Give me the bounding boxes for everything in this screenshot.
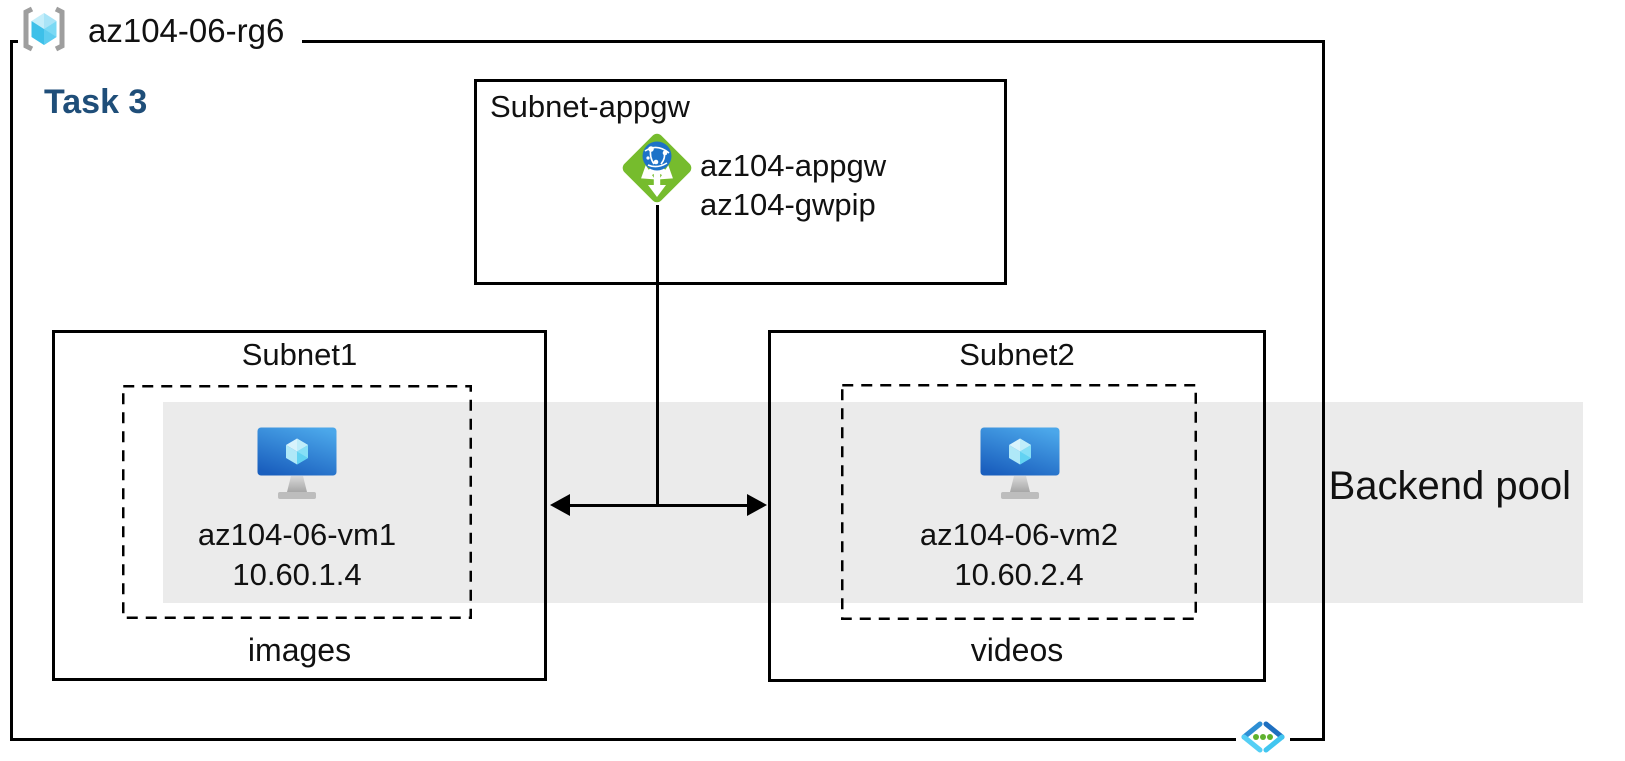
subnet1-title: Subnet1 [241,337,358,372]
resource-group-border-gap [18,37,302,46]
subnet1-box: Subnet1 [52,330,547,681]
vm2-labels: az104-06-vm2 10.60.2.4 [843,515,1195,595]
virtual-machine-icon [980,427,1060,499]
vm2-ip-label: 10.60.2.4 [954,557,1084,592]
appgw-subnet-box: Subnet-appgw [474,79,1007,285]
vm2-name-label: az104-06-vm2 [919,517,1119,552]
vm1-ip-label: 10.60.1.4 [232,557,362,592]
backend-pool-label: Backend pool [1328,464,1571,508]
connector-vertical-line [656,205,659,505]
connector-horizontal-line [566,504,750,507]
appgw-labels: az104-appgw az104-gwpip [700,146,886,224]
arrowhead-right-icon [747,494,767,516]
application-gateway-icon [622,133,692,203]
resource-group-box [10,40,1325,741]
videos-label: videos [970,632,1064,668]
images-label: images [247,632,352,668]
task-label: Task 3 [44,83,148,121]
virtual-network-icon [1236,721,1290,753]
arrowhead-left-icon [550,494,570,516]
vm1-name-label: az104-06-vm1 [197,517,397,552]
appgw-subnet-title: Subnet-appgw [490,89,690,124]
resource-group-icon [23,6,65,52]
vm2-dashed-boundary [841,384,1197,620]
appgw-name-label: az104-appgw [700,148,887,183]
vm1-labels: az104-06-vm1 10.60.1.4 [124,515,470,595]
virtual-machine-icon [257,427,337,499]
vm1-dashed-boundary [122,385,472,619]
backend-pool-band: Backend pool [163,402,1583,603]
subnet2-title: Subnet2 [959,337,1075,372]
subnet2-box: Subnet2 [768,330,1266,682]
resource-group-label: az104-06-rg6 [88,12,285,49]
appgw-pip-label: az104-gwpip [700,187,876,222]
